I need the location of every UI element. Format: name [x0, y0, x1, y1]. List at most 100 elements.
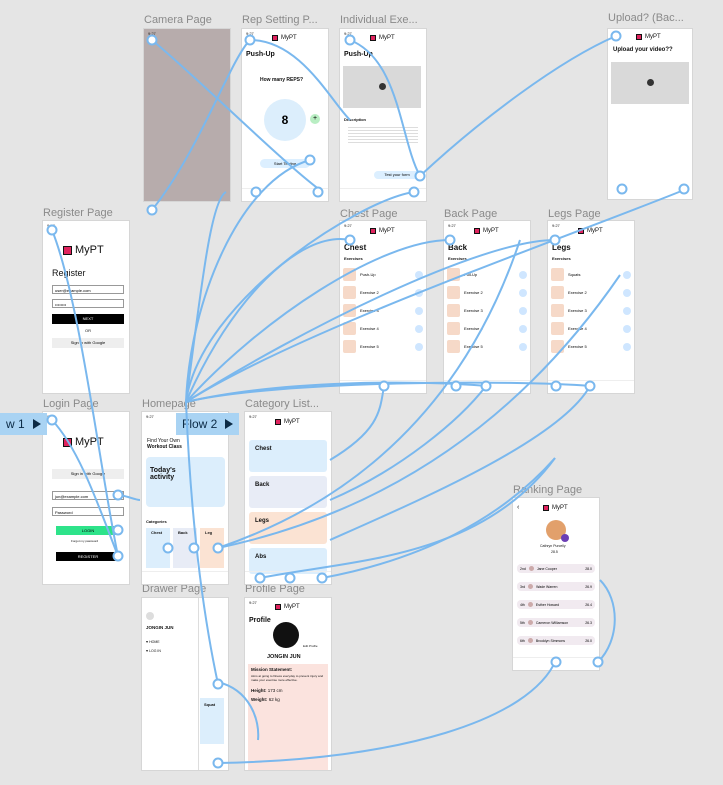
frame-label-chest[interactable]: Chest Page — [340, 208, 398, 220]
connector-node[interactable] — [146, 204, 158, 216]
play-icon[interactable] — [623, 270, 631, 279]
back-arrow-icon[interactable]: ‹ — [517, 504, 520, 511]
frame-label-login[interactable]: Login Page — [43, 398, 99, 410]
edit-profile-link[interactable]: Edit Profile — [303, 644, 318, 648]
category-card-chest[interactable]: Chest — [146, 528, 170, 568]
category-item-legs[interactable]: Legs — [249, 512, 327, 544]
play-icon[interactable] — [623, 342, 631, 351]
frame-back[interactable]: 9:27 MyPT Back Exercises Pull-Up Exercis… — [444, 221, 530, 393]
play-icon[interactable] — [415, 342, 423, 351]
frame-label-back[interactable]: Back Page — [444, 208, 498, 220]
status-time: 9:27 — [148, 31, 156, 36]
forgot-password-link[interactable]: Forgot my password — [71, 539, 99, 543]
play-icon[interactable] — [623, 324, 631, 333]
list-item[interactable]: Exercise 5 — [447, 340, 527, 353]
list-item[interactable]: Exercise 2 — [551, 286, 631, 299]
user-score: 26.4 — [585, 602, 592, 607]
mission-title: Mission Statement: — [251, 667, 293, 672]
category-item-chest[interactable]: Chest — [249, 440, 327, 472]
frame-label-drawer[interactable]: Drawer Page — [142, 583, 207, 595]
frame-individual-exercise[interactable]: 9:27 MyPT Push-Up Description Test your … — [340, 29, 426, 201]
frame-label-camera[interactable]: Camera Page — [144, 14, 212, 26]
frame-upload[interactable]: 9:27 MyPT Upload your video?? — [608, 29, 692, 199]
play-icon[interactable] — [519, 306, 527, 315]
play-icon[interactable] — [519, 288, 527, 297]
play-icon[interactable] — [415, 306, 423, 315]
frame-label-profile[interactable]: Profile Page — [245, 583, 305, 595]
category-item-back[interactable]: Back — [249, 476, 327, 508]
play-icon[interactable] — [647, 79, 654, 86]
video-placeholder[interactable] — [343, 66, 421, 108]
frame-label-category[interactable]: Category List... — [245, 398, 319, 410]
frame-label-register[interactable]: Register Page — [43, 207, 113, 219]
frame-homepage[interactable]: 9:27 Find Your Own Workout Class Today's… — [142, 412, 228, 584]
list-item[interactable]: Pull-Up — [447, 268, 527, 281]
frame-label-legs[interactable]: Legs Page — [548, 208, 601, 220]
frame-label-rep[interactable]: Rep Setting P... — [242, 14, 318, 26]
start-testing-button[interactable]: Start Testing — [260, 159, 310, 168]
upload-video-box[interactable] — [611, 62, 689, 104]
list-item[interactable]: Exercise 5 — [343, 340, 423, 353]
frame-register[interactable]: 9:27 MyPT Register user@example.com ••••… — [43, 221, 129, 393]
frame-chest[interactable]: 9:27 MyPT Chest Exercises Push-Up Exerci… — [340, 221, 426, 393]
list-item[interactable]: Exercise 3 — [551, 304, 631, 317]
frame-category-list[interactable]: 9:27 MyPT Chest Back Legs Abs — [245, 412, 331, 584]
category-card-back[interactable]: Back — [173, 528, 197, 568]
list-item[interactable]: Exercise 4 — [551, 322, 631, 335]
activity-card[interactable]: Today's activity — [146, 457, 225, 507]
register-button[interactable]: REGISTER — [56, 552, 120, 561]
frame-login[interactable]: 9:27 MyPT Sign in with Google jun@exampl… — [43, 412, 129, 584]
list-item[interactable]: Exercise 5 — [551, 340, 631, 353]
frame-label-home[interactable]: Homepage — [142, 398, 196, 410]
category-card-leg[interactable]: Leg — [200, 528, 224, 568]
list-item[interactable]: Exercise 3 — [447, 304, 527, 317]
email-field[interactable]: user@example.com — [52, 285, 124, 294]
password-field[interactable]: Password — [52, 507, 124, 516]
email-field[interactable]: jun@example.com — [52, 491, 124, 500]
password-field[interactable]: •••••••• — [52, 299, 124, 308]
flow-start-2[interactable]: Flow 2 — [176, 413, 240, 435]
list-item[interactable]: Exercise 3 — [343, 304, 423, 317]
play-icon[interactable] — [415, 324, 423, 333]
frame-label-individual[interactable]: Individual Exe... — [340, 14, 418, 26]
next-button[interactable]: NEXT — [52, 314, 124, 324]
frame-camera[interactable]: 9:27 — [144, 29, 230, 201]
frame-rep-setting[interactable]: 9:27 MyPT Push-Up How many REPS? 8 + Sta… — [242, 29, 328, 201]
list-item[interactable]: Squats — [551, 268, 631, 281]
play-icon[interactable] — [415, 288, 423, 297]
list-item[interactable]: Exercise 4 — [447, 322, 527, 335]
list-item[interactable]: Exercise 2 — [447, 286, 527, 299]
increment-button[interactable]: + — [310, 114, 320, 124]
drawer-item-home[interactable]: ♥ HOME — [146, 640, 160, 644]
play-icon[interactable] — [379, 83, 386, 90]
frame-profile[interactable]: 9:27 MyPT Profile Edit Profile JONGIN JU… — [245, 598, 331, 770]
category-card[interactable]: Squat — [200, 698, 224, 744]
play-icon[interactable] — [519, 270, 527, 279]
list-item[interactable]: Push-Up — [343, 268, 423, 281]
play-icon[interactable] — [519, 342, 527, 351]
rep-count-dial[interactable]: 8 — [264, 99, 306, 141]
play-icon[interactable] — [519, 324, 527, 333]
home-heading-find: Find Your Own — [147, 438, 180, 444]
frame-drawer[interactable]: JONGIN JUN ♥ HOME ♥ LOG IN Squat — [142, 598, 228, 770]
frame-label-upload[interactable]: Upload? (Bac... — [608, 12, 684, 24]
play-icon[interactable] — [623, 306, 631, 315]
play-icon[interactable] — [415, 270, 423, 279]
google-signin-button[interactable]: Sign in with Google — [52, 338, 124, 348]
play-icon[interactable] — [623, 288, 631, 297]
drawer-item-login[interactable]: ♥ LOG IN — [146, 649, 161, 653]
login-button[interactable]: LOGIN — [56, 526, 120, 535]
frame-label-ranking[interactable]: Ranking Page — [513, 484, 583, 496]
flow-start-1[interactable]: w 1 — [0, 413, 47, 435]
list-item[interactable]: Exercise 4 — [343, 322, 423, 335]
google-signin-button[interactable]: Sign in with Google — [52, 469, 124, 479]
test-form-button[interactable]: Test your form — [374, 171, 420, 179]
frame-legs[interactable]: 9:27 MyPT Legs Exercises Squats Exercise… — [548, 221, 634, 393]
list-item[interactable]: Exercise 2 — [343, 286, 423, 299]
